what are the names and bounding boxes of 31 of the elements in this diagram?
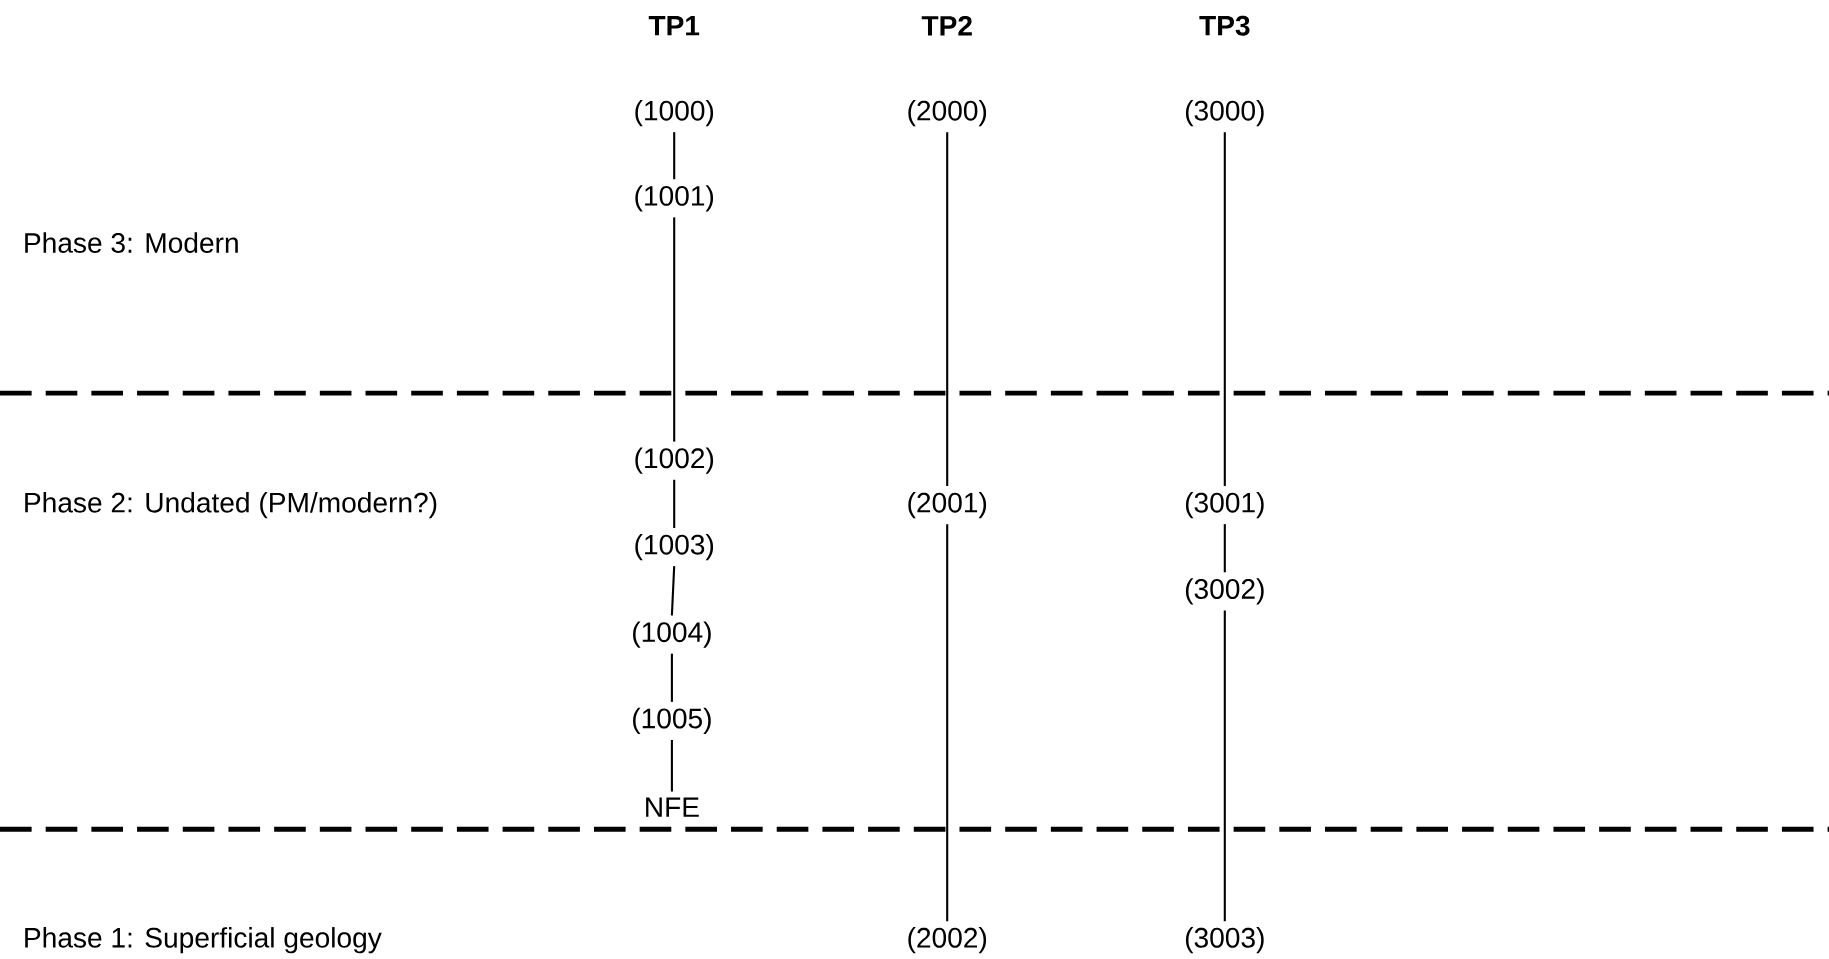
connector-line xyxy=(1223,524,1226,573)
context-label: (1003) xyxy=(628,528,721,566)
phase-label: Phase 1: Superficial geology xyxy=(25,927,382,954)
context-label: (1000) xyxy=(628,94,721,132)
context-label: (3000) xyxy=(1178,94,1271,132)
connector-line xyxy=(946,132,949,486)
connector-line xyxy=(946,524,949,922)
context-label: (3001) xyxy=(1178,486,1271,524)
column-heading: TP1 xyxy=(648,16,700,36)
context-label: (1005) xyxy=(626,702,718,740)
context-label: (1004) xyxy=(626,616,718,653)
connector-line xyxy=(1223,132,1226,486)
context-label: (1002) xyxy=(628,442,721,480)
phase-label: Phase 3: Modern xyxy=(25,232,238,253)
connector-line xyxy=(673,479,676,528)
phase-label: Phase 2: Undated (PM/modern?) xyxy=(25,492,437,519)
context-label: (3003) xyxy=(1178,921,1271,959)
connector-line xyxy=(673,132,676,180)
connector-line xyxy=(670,566,676,616)
context-label: NFE xyxy=(638,792,706,823)
connector-line xyxy=(673,217,676,442)
context-label: (2002) xyxy=(901,921,994,959)
connector-line xyxy=(1223,610,1226,922)
connector-line xyxy=(670,739,673,792)
column-heading: TP3 xyxy=(1199,15,1250,36)
context-label: (3002) xyxy=(1178,573,1271,610)
context-label: (1001) xyxy=(628,179,721,217)
connector-line xyxy=(670,653,673,702)
context-label: (2001) xyxy=(901,486,994,524)
context-label: (2000) xyxy=(901,94,994,132)
column-heading: TP2 xyxy=(921,15,972,36)
